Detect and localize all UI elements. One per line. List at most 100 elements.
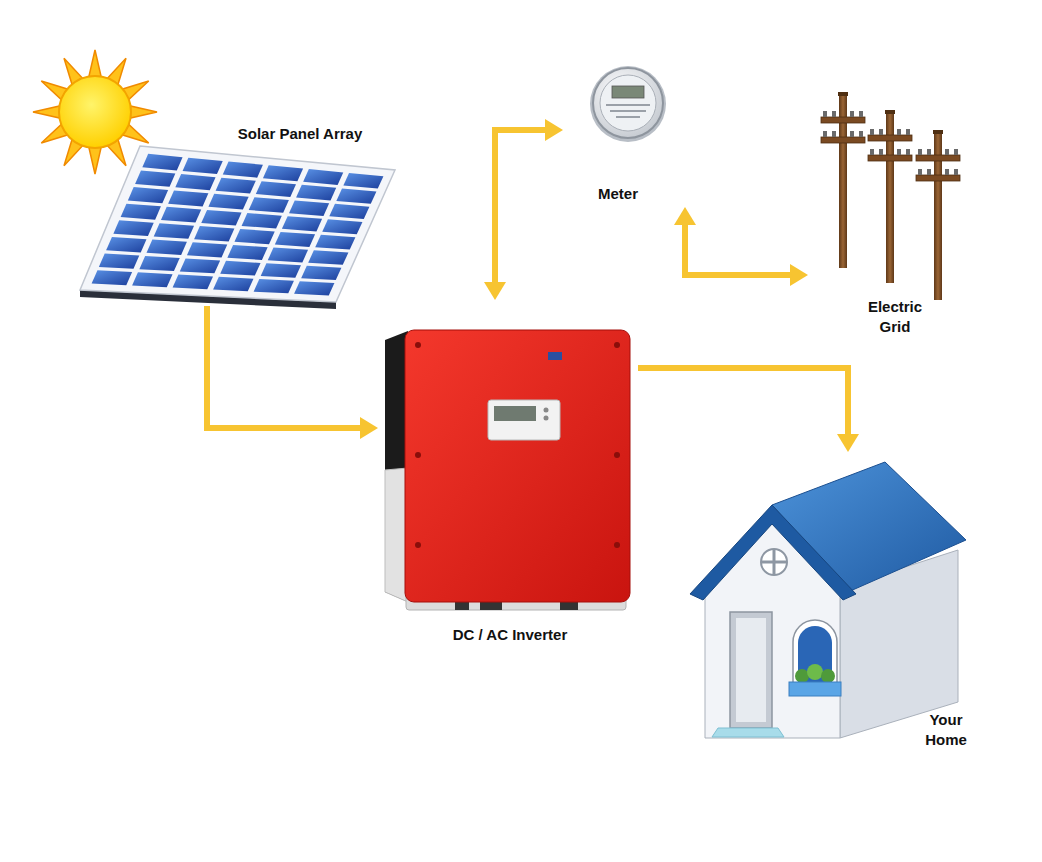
inverter-port <box>480 602 502 610</box>
inverter-port <box>455 602 469 610</box>
node-label: Meter <box>583 184 653 204</box>
inverter-screw <box>614 342 620 348</box>
power-pole <box>927 149 931 155</box>
panel-cell <box>303 169 343 185</box>
panel-cell <box>261 263 301 278</box>
power-pole <box>879 149 883 155</box>
inverter-screw <box>415 342 421 348</box>
arrow-head <box>790 264 808 286</box>
panel-cell <box>173 275 213 290</box>
sun-ray <box>130 106 157 118</box>
panel-cell <box>322 219 362 234</box>
inverter-node: DC / AC Inverter <box>378 300 638 650</box>
arrow-head <box>545 119 563 141</box>
panel-cell <box>106 237 146 253</box>
panel-cell <box>234 229 274 244</box>
panel-cell <box>242 213 282 228</box>
power-pole <box>927 169 931 175</box>
node-label: DC / AC Inverter <box>425 625 595 645</box>
power-pole <box>897 149 901 155</box>
home-node: Your Home <box>688 452 980 753</box>
panel-cell <box>249 197 289 213</box>
meter-ring <box>593 68 663 138</box>
inverter-logo <box>548 352 562 360</box>
panel-cell <box>154 223 194 239</box>
panel-cell <box>336 188 376 203</box>
panel-cell <box>296 185 336 201</box>
panel-cell <box>275 232 315 247</box>
window-bar <box>761 561 787 564</box>
power-pole <box>821 92 865 268</box>
panel-cell <box>220 261 260 276</box>
inverter-screw <box>614 452 620 458</box>
meter-mark <box>616 116 640 118</box>
arrow-head <box>837 434 859 452</box>
power-pole <box>945 149 949 155</box>
panel-cell <box>92 270 132 285</box>
panel-frame <box>80 146 395 302</box>
power-pole <box>870 129 874 135</box>
power-pole <box>954 169 958 175</box>
meter-mark <box>610 110 646 112</box>
arrow-head <box>484 282 506 300</box>
inverter-picture <box>385 330 630 610</box>
panel-cell <box>168 190 208 206</box>
sun-ray <box>33 106 60 118</box>
panel-cell <box>227 245 267 260</box>
panel-cell <box>301 266 341 280</box>
power-pole <box>918 169 922 175</box>
doorstep <box>712 728 784 737</box>
panel-cell <box>208 194 248 210</box>
inverter-screw <box>415 542 421 548</box>
house-door <box>730 612 772 728</box>
flow-connector <box>207 306 364 428</box>
panel-cell <box>254 279 294 293</box>
power-pole <box>821 92 960 300</box>
panel-cell <box>294 281 334 295</box>
panel-cell <box>113 220 153 236</box>
plant <box>807 664 823 680</box>
panel-cell <box>256 181 296 197</box>
node-label: Electric Grid <box>860 297 930 337</box>
inverter-screw <box>415 452 421 458</box>
panel-cell <box>128 187 168 203</box>
power-pole <box>918 149 922 155</box>
power-pole <box>850 111 854 117</box>
panel-cell <box>99 254 139 269</box>
panel-cell <box>223 161 263 177</box>
meter-mark <box>606 104 650 106</box>
flow-connector <box>495 130 549 286</box>
power-pole <box>859 111 863 117</box>
grid-node: Electric Grid <box>808 88 970 340</box>
arrow-head <box>674 207 696 225</box>
flow-arrow <box>674 207 808 286</box>
sun-ray <box>89 147 101 174</box>
power-pole <box>933 130 943 134</box>
house-picture <box>690 462 966 738</box>
panel-cell <box>132 272 172 287</box>
power-pole <box>916 175 960 181</box>
sun-core <box>59 76 131 148</box>
panel-cell <box>308 250 348 265</box>
panel-cell <box>289 200 329 215</box>
panel-cell <box>135 170 175 186</box>
flow-arrow <box>638 368 859 452</box>
power-pole <box>823 111 827 117</box>
panel-cell <box>343 173 383 189</box>
power-pole <box>885 110 895 114</box>
panel-cell <box>121 204 161 220</box>
power-pole <box>916 155 960 161</box>
flow-arrow <box>207 306 378 439</box>
node-label: Solar Panel Array <box>215 124 385 144</box>
power-pole <box>868 135 912 141</box>
power-pole <box>879 129 883 135</box>
inverter-screen <box>494 406 536 421</box>
house-roof <box>772 462 966 592</box>
plant <box>821 669 835 683</box>
power-pole <box>906 129 910 135</box>
power-pole <box>945 169 949 175</box>
power-pole <box>916 130 960 300</box>
panel-cell <box>183 158 223 174</box>
inverter-panel <box>488 400 560 440</box>
inverter-body <box>405 330 630 602</box>
